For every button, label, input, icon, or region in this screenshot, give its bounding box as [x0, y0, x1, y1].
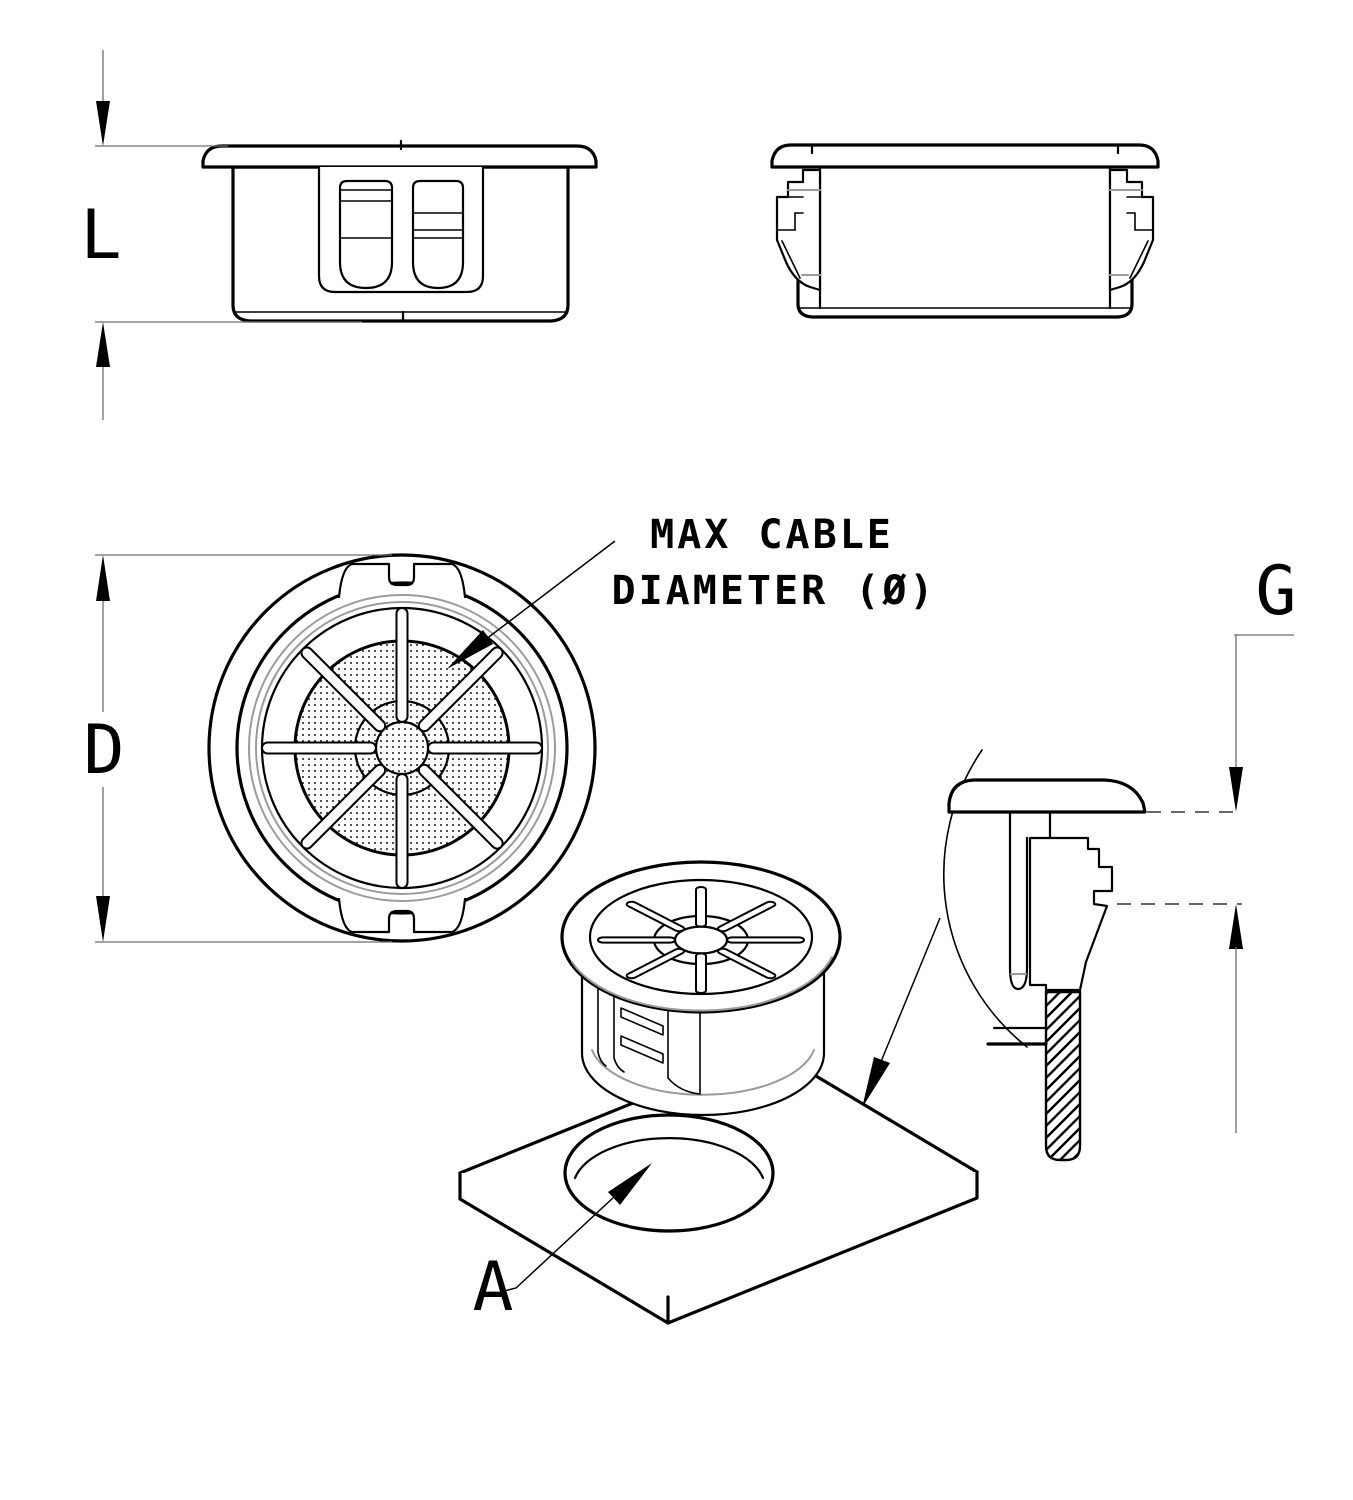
dimension-g: G — [1117, 552, 1296, 1133]
spoke-spider-iso — [598, 887, 804, 993]
sealing-ring-accent — [248, 594, 556, 902]
dim-label-g: G — [1256, 552, 1297, 631]
leader-line — [503, 1196, 615, 1292]
spoke-spider — [262, 608, 542, 888]
callout-line1: MAX CABLE — [650, 512, 894, 558]
hub-iso — [673, 925, 729, 955]
leader-arrowhead — [447, 630, 493, 669]
dim-label-l: L — [81, 196, 122, 275]
spoke — [727, 937, 804, 942]
latch-slot-detail-lines — [339, 189, 464, 239]
side-view-rotated — [770, 143, 1160, 319]
hub-circle — [374, 720, 430, 776]
body-bottom-accent — [591, 1049, 815, 1096]
spoke — [262, 743, 376, 754]
dimension-l: L — [81, 50, 362, 420]
latch-slot-right — [411, 179, 465, 290]
spoke — [428, 743, 542, 754]
leader-arrowhead — [862, 1057, 890, 1108]
latch-block-section — [1028, 836, 1114, 992]
arrowhead — [96, 555, 110, 601]
arrowhead — [1229, 767, 1243, 812]
latch-arm-left — [775, 168, 822, 292]
max-cable-callout: MAX CABLE DIAMETER (Ø) — [447, 512, 937, 669]
latch-notch-top — [337, 562, 467, 599]
mounting-hole — [563, 1113, 775, 1233]
arrowhead — [96, 101, 110, 146]
hole-callout-a: A — [473, 1163, 652, 1327]
dim-label-a: A — [473, 1248, 514, 1327]
sealing-ring-accent — [255, 601, 549, 895]
spoke — [598, 937, 675, 942]
body-cylinder — [580, 970, 826, 1117]
spoke — [397, 774, 408, 888]
latch-arm-right — [1108, 168, 1155, 292]
arrowhead — [96, 896, 110, 942]
latch-window-iso — [597, 983, 701, 1095]
leader-line — [879, 917, 941, 1065]
side-view-front — [201, 139, 598, 323]
latch-notch-bottom — [337, 897, 467, 934]
detail-section-view: G — [862, 552, 1296, 1162]
arrowhead — [1229, 904, 1243, 949]
callout-line2: DIAMETER (Ø) — [612, 568, 937, 614]
flange-edge-accent — [571, 956, 833, 1012]
arrowhead — [96, 322, 110, 367]
dim-label-d: D — [84, 711, 125, 790]
leader-arrowhead — [608, 1163, 652, 1205]
spoke — [696, 887, 706, 927]
flange-profile — [770, 143, 1160, 169]
spring-finger-section — [1008, 810, 1029, 991]
spoke — [696, 953, 706, 993]
detail-leader — [862, 917, 941, 1108]
latch-slot-left — [338, 179, 394, 290]
panel — [458, 1046, 979, 1325]
dimension-d: D — [84, 554, 392, 943]
isometric-assembly-view: A — [458, 860, 979, 1327]
flange-profile — [201, 144, 598, 169]
front-view — [207, 553, 597, 943]
foot-section-hatched — [1044, 990, 1082, 1162]
flange-section — [947, 778, 1147, 814]
body-profile — [796, 238, 1134, 319]
spoke — [397, 608, 408, 722]
grommet-iso — [560, 860, 842, 1117]
hole-inner-wall-arc — [573, 1137, 765, 1180]
